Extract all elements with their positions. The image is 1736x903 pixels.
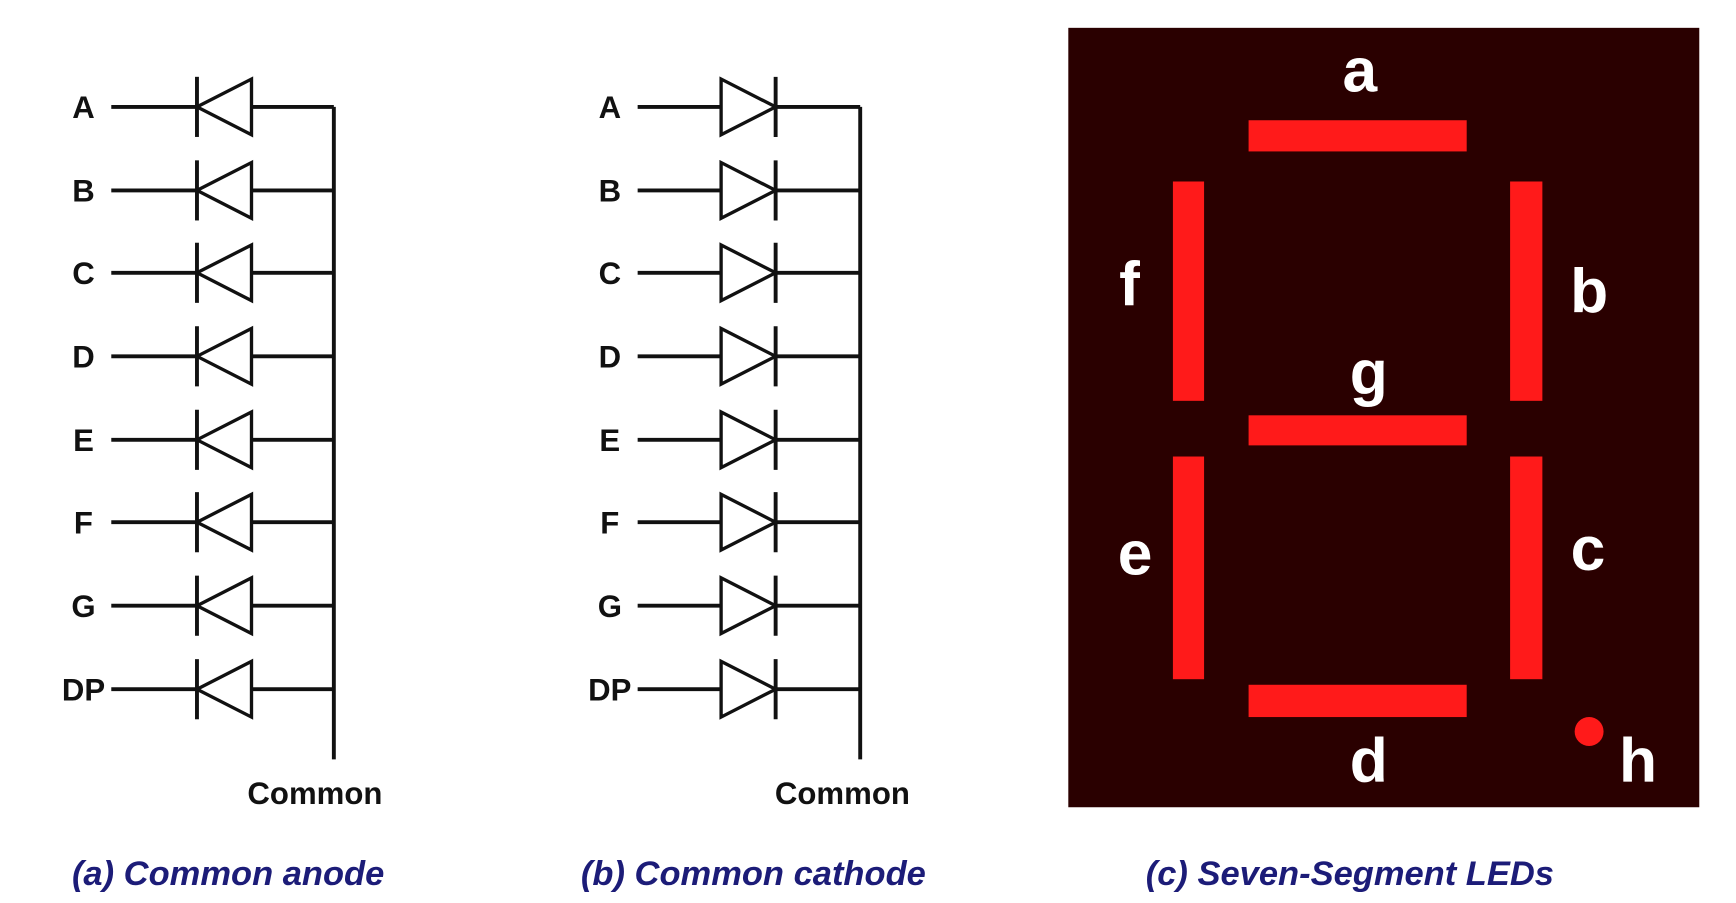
diode-row: F — [74, 491, 334, 553]
diode-row: C — [72, 242, 334, 304]
diode-triangle-icon — [193, 325, 254, 387]
segment-b — [1510, 181, 1543, 401]
diode-triangle-icon — [719, 242, 780, 304]
pin-label: E — [599, 423, 620, 458]
caption-common-cathode: (b) Common cathode — [581, 855, 926, 893]
diode-row: G — [71, 575, 334, 637]
segment-c — [1510, 456, 1543, 680]
segment-h-dot — [1574, 717, 1604, 747]
diode-triangle-icon — [193, 575, 254, 637]
diode-row: A — [72, 76, 334, 138]
pin-label: D — [599, 339, 622, 374]
pin-label: B — [599, 174, 622, 209]
diode-triangle-icon — [719, 491, 780, 553]
segment-d — [1248, 684, 1467, 718]
diode-row: B — [72, 159, 334, 221]
diode-triangle-icon — [719, 159, 780, 221]
common-cathode-schematic: A B C D E F G DP — [588, 76, 863, 760]
pin-label: C — [72, 256, 95, 291]
diode-triangle-icon — [719, 575, 780, 637]
diode-row: D — [72, 325, 334, 387]
diode-triangle-icon — [719, 409, 780, 471]
diode-row: E — [599, 409, 861, 471]
pin-label: C — [599, 256, 622, 291]
diode-row: A — [599, 76, 861, 138]
seven-segment-display: a b c d e f g h — [1068, 27, 1700, 808]
diode-triangle-icon — [193, 242, 254, 304]
diode-triangle-icon — [719, 658, 780, 720]
pin-label: A — [599, 90, 622, 125]
segment-label-a: a — [1343, 36, 1379, 105]
pin-label: B — [72, 174, 95, 209]
pin-label: E — [73, 423, 94, 458]
segment-label-c: c — [1571, 515, 1606, 584]
caption-common-anode: (a) Common anode — [72, 855, 384, 893]
diode-row: D — [599, 325, 861, 387]
diode-row: DP — [62, 658, 334, 720]
diode-triangle-icon — [719, 76, 780, 138]
segment-label-d: d — [1350, 727, 1388, 796]
diode-row: DP — [588, 658, 861, 720]
segment-label-f: f — [1119, 250, 1140, 319]
segment-a — [1248, 120, 1467, 152]
pin-label: DP — [62, 672, 105, 707]
pin-label: D — [72, 339, 95, 374]
segment-label-h: h — [1619, 727, 1657, 796]
diode-triangle-icon — [193, 409, 254, 471]
diode-row: E — [73, 409, 334, 471]
pin-label: G — [71, 589, 95, 624]
diode-triangle-icon — [193, 159, 254, 221]
pin-label: F — [600, 505, 619, 540]
pin-label: F — [74, 505, 93, 540]
cathode-common-label: Common — [775, 776, 910, 811]
diode-row: B — [599, 159, 861, 221]
pin-label: A — [72, 90, 95, 125]
segment-label-g: g — [1350, 339, 1388, 408]
caption-seven-segment: (c) Seven-Segment LEDs — [1146, 855, 1554, 893]
diode-triangle-icon — [719, 325, 780, 387]
diode-row: G — [598, 575, 861, 637]
diode-triangle-icon — [193, 491, 254, 553]
diode-row: F — [600, 491, 861, 553]
pin-label: DP — [588, 672, 631, 707]
common-anode-schematic: A B C D E F G DP — [62, 76, 336, 760]
segment-f — [1172, 181, 1205, 401]
segment-label-b: b — [1570, 257, 1608, 326]
pin-label: G — [598, 589, 622, 624]
anode-common-label: Common — [247, 776, 382, 811]
diode-triangle-icon — [193, 76, 254, 138]
segment-g — [1248, 415, 1467, 446]
segment-e — [1172, 456, 1205, 680]
diode-row: C — [599, 242, 861, 304]
segment-label-e: e — [1118, 520, 1153, 589]
diode-triangle-icon — [193, 658, 254, 720]
